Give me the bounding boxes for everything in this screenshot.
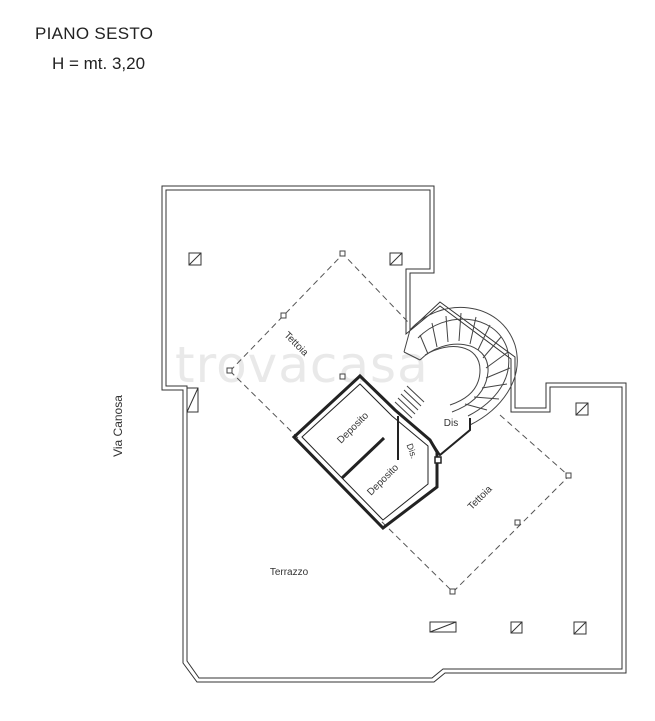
stair-landing-walls	[429, 418, 471, 457]
vent-icon	[510, 621, 523, 634]
storage-upper-label: Deposito	[335, 410, 371, 446]
terrace-perimeter	[161, 185, 627, 683]
column	[434, 456, 442, 464]
canopy-post	[449, 588, 456, 595]
canopy-lower-outline	[379, 414, 570, 593]
watermark: trovacasa	[175, 336, 429, 394]
canopy-post	[226, 367, 233, 374]
canopy-post	[339, 250, 346, 257]
vent-icon	[389, 252, 403, 266]
stair-small	[394, 385, 425, 419]
terrace-label: Terrazzo	[270, 567, 309, 578]
landing-stair-label: Dis	[444, 418, 458, 429]
vent-icon	[573, 621, 587, 635]
canopy-post	[514, 519, 521, 526]
plan-title: PIANO SESTO	[35, 24, 154, 43]
vent-symbols	[186, 252, 589, 635]
canopy-post	[339, 373, 346, 380]
vent-icon	[186, 387, 199, 413]
street-label: Via Canosa	[111, 395, 125, 457]
landing-small-label: Dis.	[404, 442, 419, 460]
spiral-stair	[403, 307, 518, 426]
storage-lower-label: Deposito	[365, 462, 401, 498]
vent-icon	[188, 252, 202, 266]
vent-icon	[575, 402, 589, 416]
canopy-lower-label: Tettoia	[466, 484, 495, 513]
floor-height-label: H = mt. 3,20	[52, 54, 146, 73]
vent-icon	[429, 621, 457, 633]
canopy-post	[280, 312, 287, 319]
canopy-post	[565, 472, 572, 479]
